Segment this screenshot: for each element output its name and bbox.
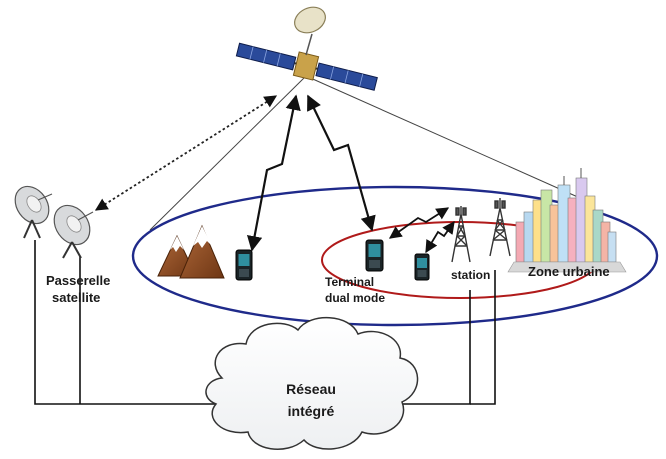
integrated-network-cloud [205,317,419,450]
terminal-label: dual mode [325,291,385,305]
terminal-label: Terminal [325,275,374,289]
station-terminal-link [388,207,450,239]
base-station-tower-icon [489,198,511,257]
mountain-icon [157,224,225,279]
network-label: intégré [288,403,335,419]
gateway-satellite-link [94,95,278,211]
satellite-phone-link [246,94,301,252]
satellite-dish-icon [53,204,94,259]
base-station-tower-icon [451,206,471,263]
station-label: station [451,268,490,282]
network-connections [34,240,496,405]
satellite-dish-icon [14,185,53,239]
gateway-label: satellite [52,290,100,305]
mobile-phone-icon [235,249,253,281]
gateway-label: Passerelle [46,273,110,288]
satellite-icon [235,6,378,91]
network-label: Réseau [286,381,336,397]
dual-mode-terminal-icon [365,239,384,272]
urban-buildings-icon [507,168,627,273]
mobile-phone-icon [414,253,430,281]
coverage-ellipse [131,185,659,327]
satellite-terminal-link [307,94,376,232]
urban-zone-label: Zone urbaine [528,264,610,279]
station-phone-link [425,220,455,254]
